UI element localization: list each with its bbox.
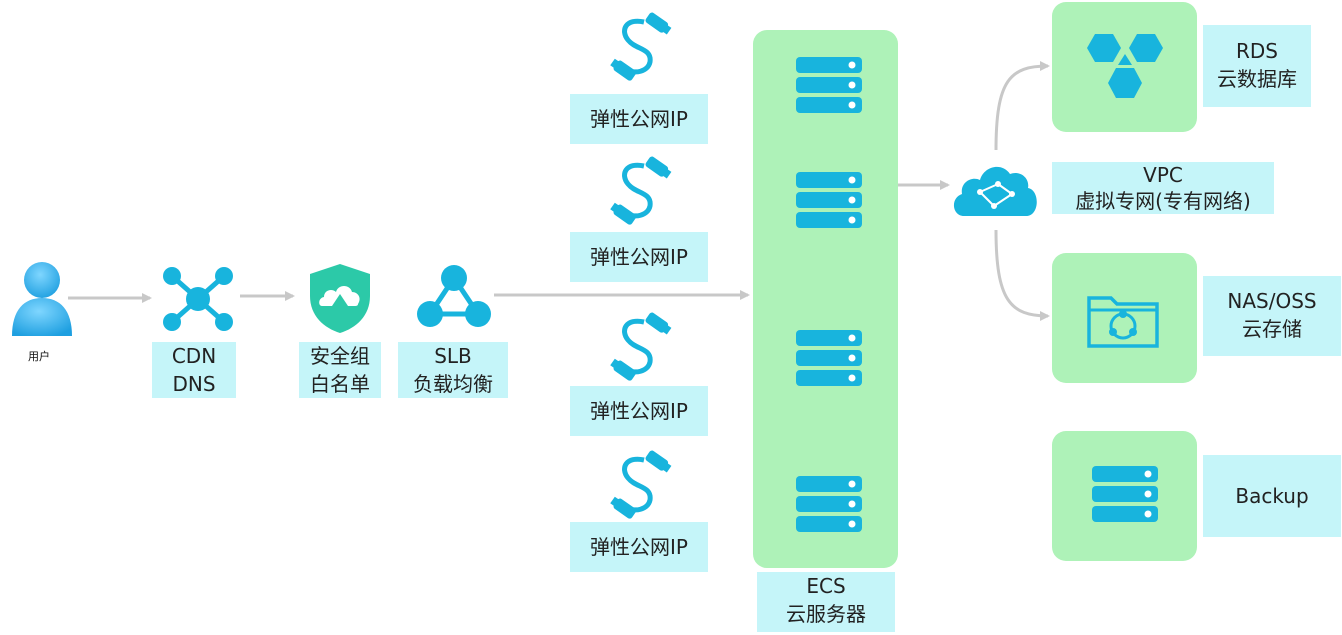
load-balancer-icon bbox=[417, 265, 491, 327]
security-group-line2: 白名单 bbox=[310, 372, 370, 396]
nas-oss-panel bbox=[1052, 253, 1197, 383]
elastic-ip-cable-icon-2 bbox=[604, 152, 676, 230]
vpc-label-line2: 虚拟专网(专有网络) bbox=[1075, 189, 1251, 213]
rds-label-line1: RDS bbox=[1236, 39, 1278, 63]
vpc-cloud-icon bbox=[953, 166, 1037, 216]
arrow-vpc-to-nas bbox=[994, 229, 1050, 321]
rds-label: RDS 云数据库 bbox=[1203, 25, 1311, 107]
cdn-label: CDN DNS bbox=[152, 342, 236, 398]
nas-oss-label: NAS/OSS 云存储 bbox=[1203, 276, 1341, 356]
nas-oss-label-line1: NAS/OSS bbox=[1227, 289, 1317, 313]
rds-database-icon bbox=[1087, 34, 1163, 98]
vpc-label: VPC 虚拟专网(专有网络) bbox=[1052, 162, 1274, 214]
ecs-label-line1: ECS bbox=[806, 574, 846, 598]
ecs-server-icon-2 bbox=[796, 172, 862, 228]
elastic-ip-label-1: 弹性公网IP bbox=[570, 94, 708, 144]
storage-folder-icon bbox=[1087, 296, 1159, 348]
vpc-label-line1: VPC bbox=[1143, 163, 1183, 187]
backup-server-icon bbox=[1092, 466, 1158, 522]
cdn-network-icon bbox=[163, 267, 233, 331]
ecs-server-icon-4 bbox=[796, 476, 862, 532]
ecs-server-icon-1 bbox=[796, 57, 862, 113]
cdn-label-line1: CDN bbox=[171, 344, 217, 368]
elastic-ip-cable-icon-3 bbox=[604, 308, 676, 386]
slb-label: SLB 负载均衡 bbox=[398, 342, 508, 398]
rds-label-line2: 云数据库 bbox=[1217, 67, 1297, 91]
slb-label-line1: SLB bbox=[434, 344, 472, 368]
rds-panel bbox=[1052, 2, 1197, 132]
ecs-label-line2: 云服务器 bbox=[786, 602, 866, 626]
elastic-ip-label-4: 弹性公网IP bbox=[570, 522, 708, 572]
elastic-ip-cable-icon-1 bbox=[604, 8, 676, 86]
nas-oss-label-line2: 云存储 bbox=[1242, 317, 1302, 341]
ecs-server-icon-3 bbox=[796, 330, 862, 386]
slb-label-line2: 负载均衡 bbox=[413, 372, 493, 396]
security-group-line1: 安全组 bbox=[310, 344, 370, 368]
security-group-label: 安全组 白名单 bbox=[299, 342, 381, 398]
elastic-ip-label-2: 弹性公网IP bbox=[570, 232, 708, 282]
cdn-label-line2: DNS bbox=[172, 372, 216, 396]
user-label: 用户 bbox=[28, 350, 50, 363]
shield-icon bbox=[310, 264, 370, 333]
elastic-ip-cable-icon-4 bbox=[604, 446, 676, 524]
arrow-vpc-to-rds bbox=[994, 61, 1050, 151]
user-icon bbox=[12, 262, 72, 336]
backup-label: Backup bbox=[1203, 455, 1341, 537]
ecs-label: ECS 云服务器 bbox=[757, 572, 895, 632]
elastic-ip-label-3: 弹性公网IP bbox=[570, 386, 708, 436]
